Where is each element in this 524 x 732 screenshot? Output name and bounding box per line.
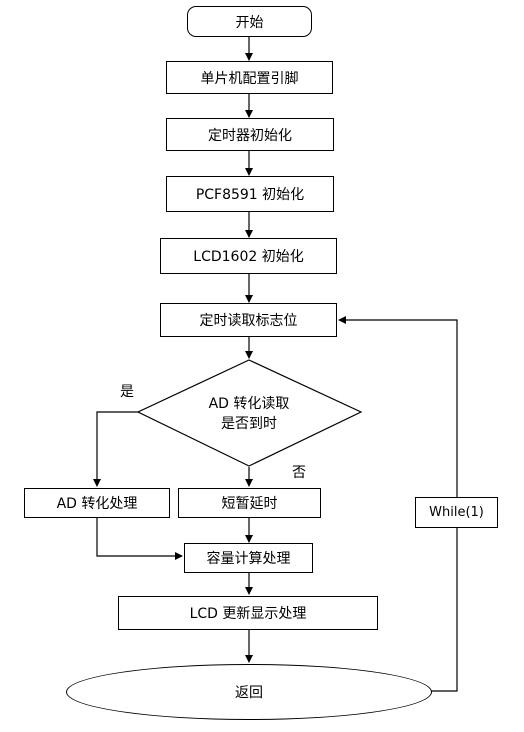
decision-label-line1: AD 转化读取 (208, 396, 290, 412)
capacity-calc-node: 容量计算处理 (184, 543, 313, 573)
edge-label-yes: 是 (120, 384, 134, 400)
pin-config-node: 单片机配置引脚 (166, 61, 333, 94)
decision-label-line2: 是否到时 (221, 416, 277, 432)
ad-process-node: AD 转化处理 (24, 488, 170, 518)
pcf-init-node: PCF8591 初始化 (166, 176, 334, 212)
decision-diamond (136, 359, 363, 467)
edge-label-no: 否 (292, 465, 306, 481)
lcd-update-node: LCD 更新显示处理 (118, 596, 378, 630)
timer-init-node: 定时器初始化 (166, 118, 334, 151)
arrow-ad-process-to-capacity-calc (96, 517, 183, 560)
return-node: 返回 (66, 664, 432, 720)
lcd-init-node: LCD1602 初始化 (160, 238, 337, 274)
short-delay-node: 短暂延时 (178, 488, 321, 518)
arrow-decision-yes-to-ad-process (93, 411, 139, 487)
read-flag-node: 定时读取标志位 (160, 303, 337, 337)
loop-while-node: While(1) (415, 497, 498, 528)
start-node: 开始 (187, 6, 312, 37)
